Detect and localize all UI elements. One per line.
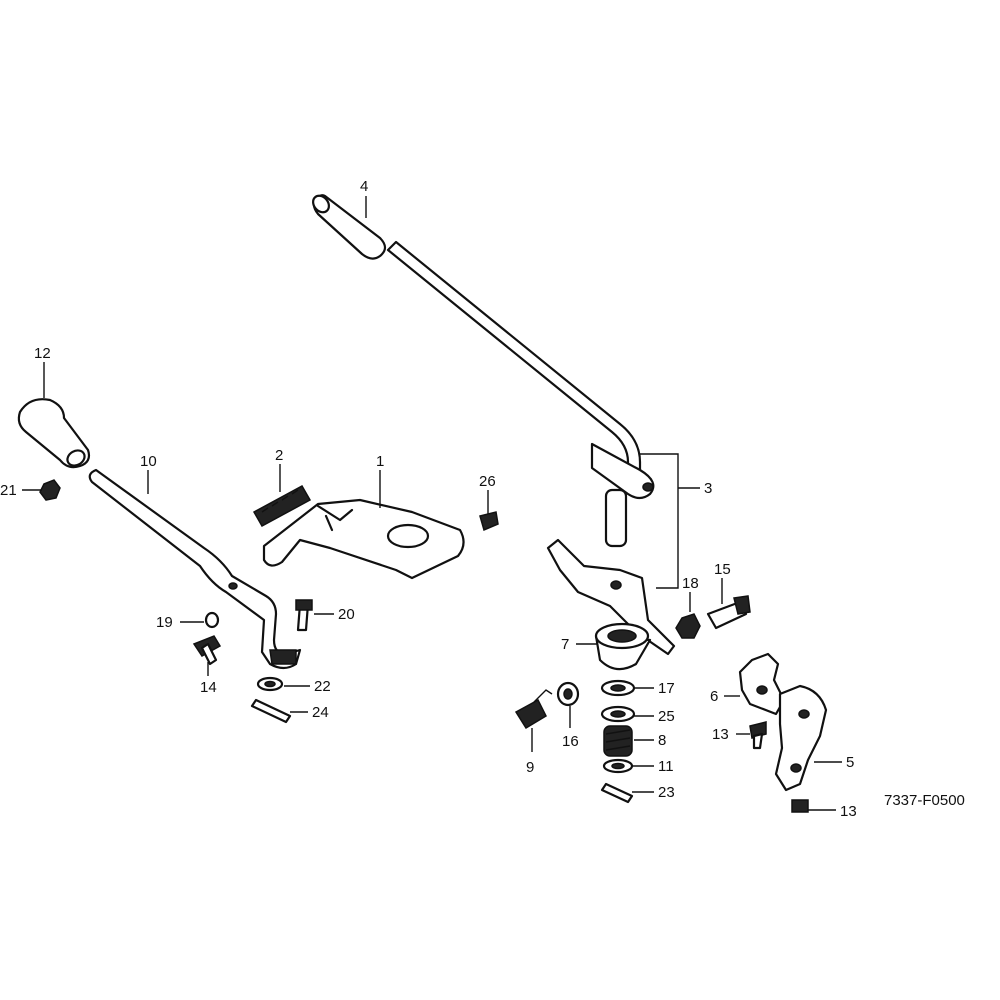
callout-22: 22 <box>314 678 331 695</box>
part-17-washer[interactable] <box>600 679 636 697</box>
part-5-bracket[interactable] <box>774 684 828 792</box>
part-21-nut[interactable] <box>39 479 61 501</box>
part-19-ring[interactable] <box>204 611 220 629</box>
part-13-screw-upper[interactable] <box>749 721 767 750</box>
part-22-washer[interactable] <box>256 676 284 692</box>
callout-13-lower: 13 <box>840 803 857 820</box>
callout-9: 9 <box>526 759 534 776</box>
part-9-torsion-spring[interactable] <box>514 689 553 730</box>
part-8-spring[interactable] <box>603 725 633 757</box>
part-3-shift-arm[interactable] <box>546 538 676 656</box>
callout-20: 20 <box>338 606 355 623</box>
callout-11: 11 <box>658 758 674 775</box>
callout-16: 16 <box>562 733 579 750</box>
part-2-spring[interactable] <box>252 484 312 528</box>
leader-lines <box>22 196 842 811</box>
callout-17: 17 <box>658 680 675 697</box>
callout-15: 15 <box>714 561 731 578</box>
part-6-plate[interactable] <box>738 652 786 716</box>
callout-12: 12 <box>34 345 51 362</box>
part-25-washer[interactable] <box>600 705 636 723</box>
part-14-bolt[interactable] <box>192 635 222 666</box>
callout-23: 23 <box>658 784 675 801</box>
callout-10: 10 <box>140 453 157 470</box>
part-12-knob[interactable] <box>17 398 91 469</box>
callout-24: 24 <box>312 704 329 721</box>
callout-7: 7 <box>561 636 569 653</box>
callout-6: 6 <box>710 688 718 705</box>
part-7-collar[interactable] <box>594 622 652 671</box>
callout-25: 25 <box>658 708 675 725</box>
part-13-screw-lower[interactable] <box>791 799 809 813</box>
part-23-pin[interactable] <box>600 782 634 804</box>
callout-18: 18 <box>682 575 699 592</box>
callout-26: 26 <box>479 473 496 490</box>
part-11-washer[interactable] <box>602 758 634 774</box>
part-4-grip-sleeve[interactable] <box>310 193 387 260</box>
callout-5: 5 <box>846 754 854 771</box>
callout-13-upper: 13 <box>712 726 729 743</box>
callout-2: 2 <box>275 447 283 464</box>
callout-8: 8 <box>658 732 666 749</box>
callout-3: 3 <box>704 480 712 497</box>
part-15-bolt[interactable] <box>706 595 751 630</box>
callout-1: 1 <box>376 453 384 470</box>
part-1-bracket[interactable] <box>262 498 465 580</box>
part-10-lever-arm[interactable] <box>88 468 302 670</box>
callout-19: 19 <box>156 614 173 631</box>
part-24-cotter-pin[interactable] <box>250 698 292 724</box>
part-26-bolt[interactable] <box>479 511 499 532</box>
part-16-collar[interactable] <box>556 681 580 707</box>
callout-21: 21 <box>0 482 17 499</box>
figure-code: 7337-F0500 <box>884 792 965 809</box>
callout-4: 4 <box>360 178 368 195</box>
part-18-nut[interactable] <box>675 613 701 639</box>
callout-labels: 4 12 10 21 2 1 26 3 18 15 19 20 14 22 24… <box>0 178 965 820</box>
callout-14: 14 <box>200 679 217 696</box>
part-3-shift-lever[interactable] <box>386 240 655 548</box>
part-20-bolt[interactable] <box>295 599 313 632</box>
